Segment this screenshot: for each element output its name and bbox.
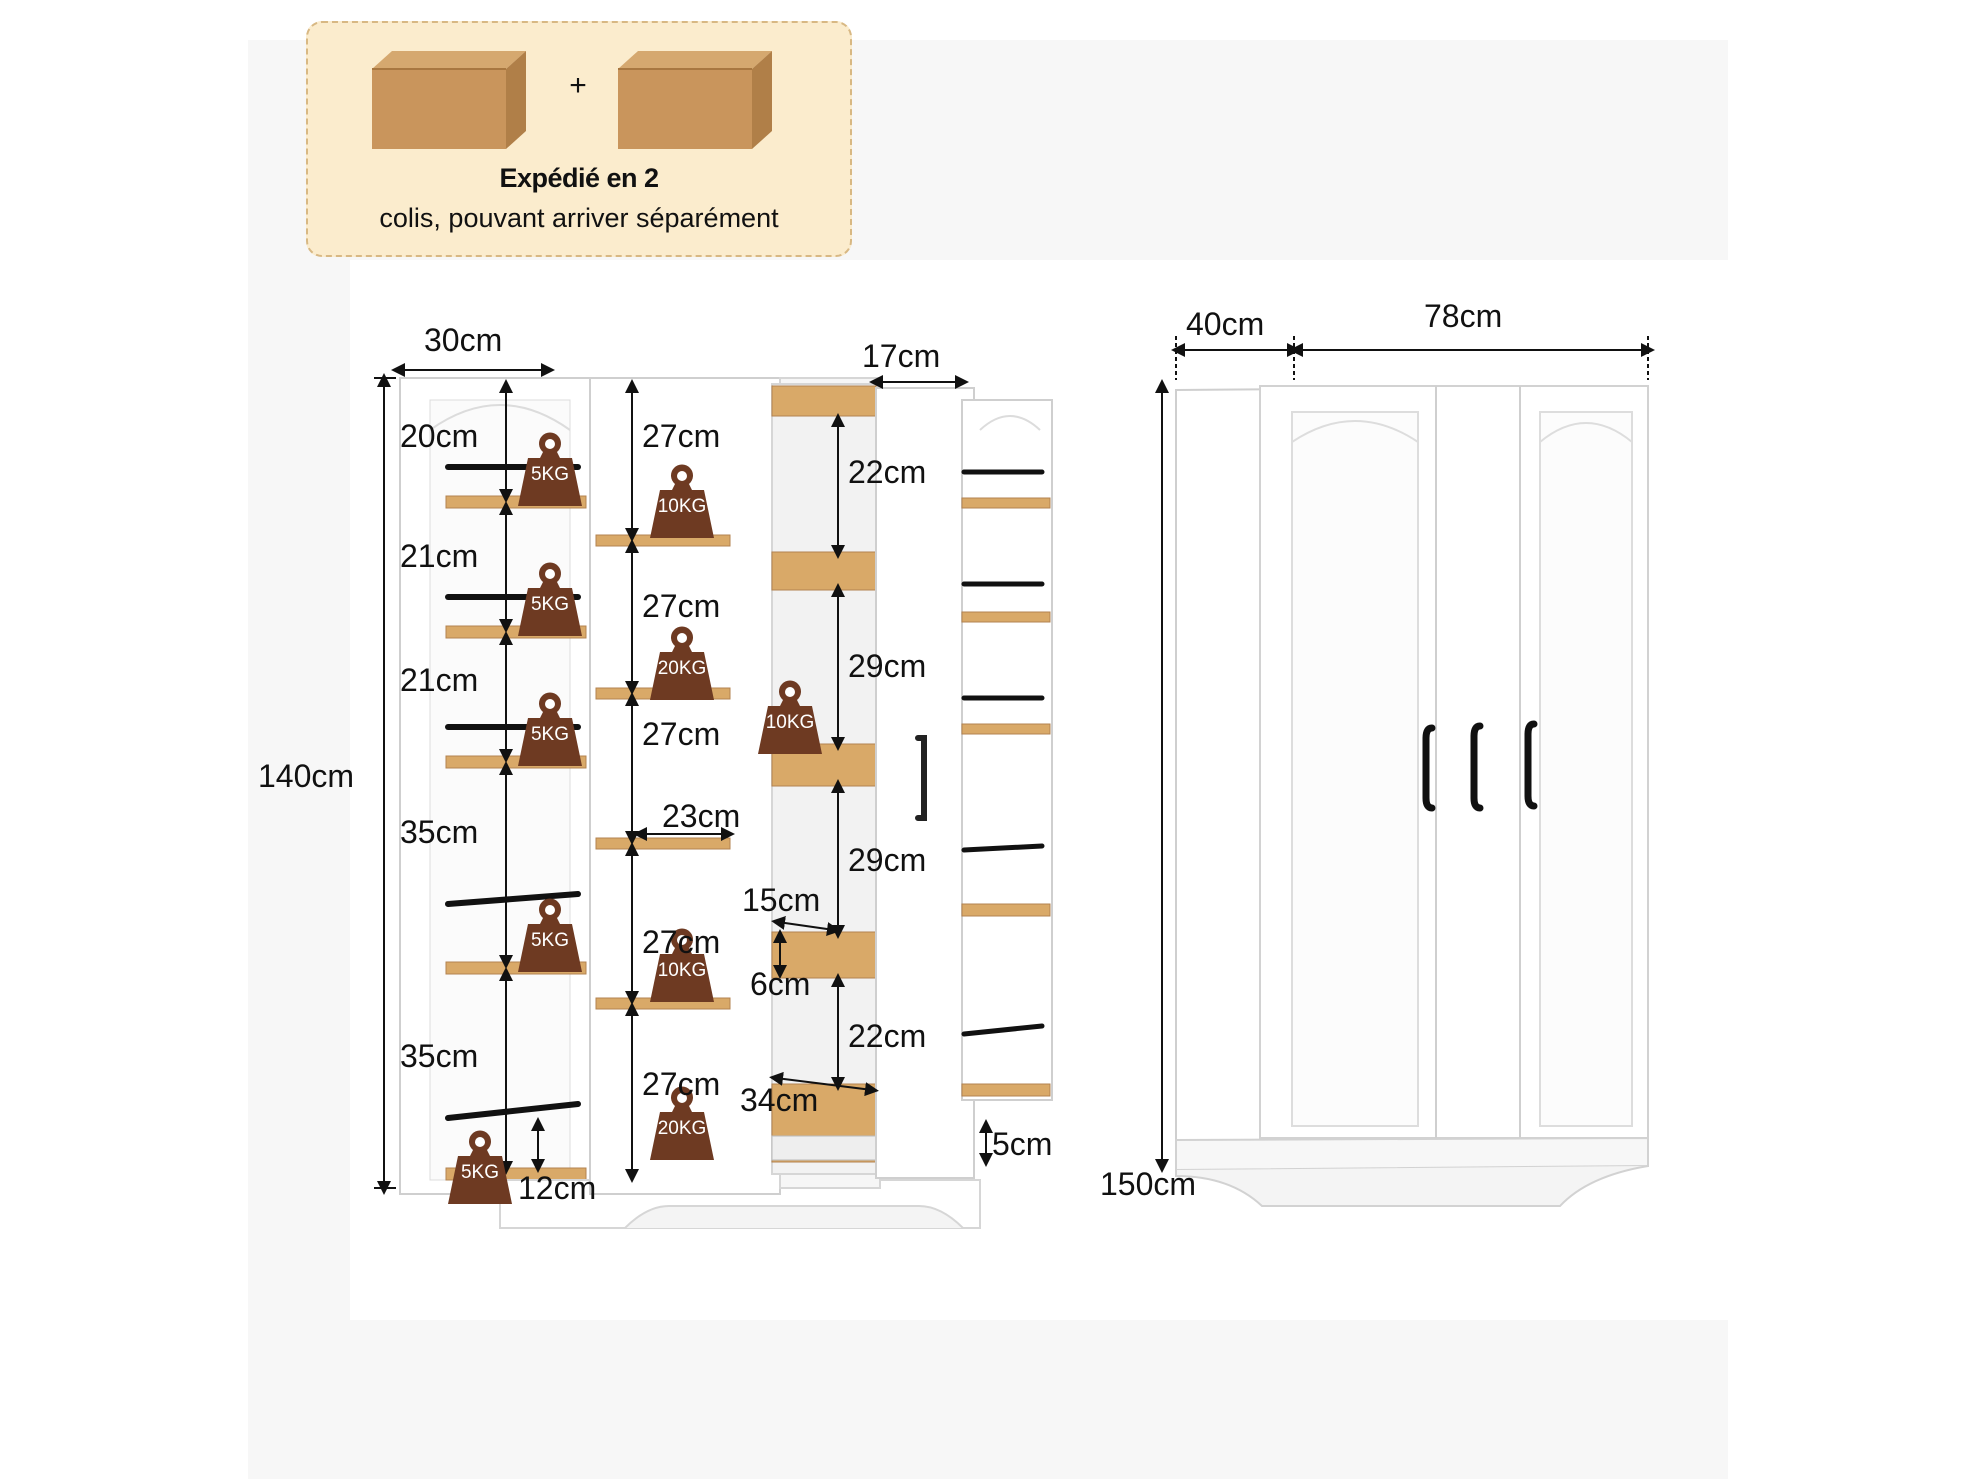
shipping-title: Expédié en 2: [499, 163, 659, 193]
dim-closed-height: 150cm: [1100, 1166, 1197, 1202]
dim-drawer-width: 15cm: [742, 882, 821, 918]
left-door-open: [399, 377, 591, 1195]
weight-center-3: 10KG: [650, 928, 714, 1002]
dim-base: 5cm: [992, 1126, 1053, 1162]
weight-center-2: 20KG: [650, 626, 714, 700]
svg-text:5KG: 5KG: [531, 724, 569, 745]
weight-drawer: 10KG: [758, 680, 822, 754]
dim-closed-width: 78cm: [1424, 298, 1503, 334]
weight-badges: 5KG 5KG 5KG 5KG 5KG 10KG 20KG 10KG 20KG …: [448, 432, 822, 1204]
dim-left-5: 35cm: [400, 1038, 479, 1074]
dim-top-width-right: 17cm: [862, 338, 941, 374]
left-door-shelves: [445, 464, 581, 1121]
right-door-open: [961, 399, 1053, 1101]
weight-left-1: 5KG: [518, 432, 582, 506]
svg-text:5KG: 5KG: [461, 1162, 499, 1183]
dim-height-open: 140cm: [258, 758, 355, 794]
svg-text:20KG: 20KG: [658, 1118, 707, 1139]
dim-drawer-depth: 34cm: [740, 1082, 819, 1118]
shipping-text: colis, pouvant arriver séparément: [379, 203, 779, 233]
dim-center-width: 23cm: [662, 798, 741, 834]
dim-left-4: 35cm: [400, 814, 479, 850]
dim-center-2: 27cm: [642, 588, 721, 624]
svg-text:10KG: 10KG: [766, 712, 815, 733]
cardboard-box-icon: [618, 51, 772, 149]
plus-sign: +: [569, 69, 587, 102]
dim-left-3: 21cm: [400, 662, 479, 698]
svg-text:20KG: 20KG: [658, 658, 707, 679]
weight-center-4: 20KG: [650, 1086, 714, 1160]
svg-text:5KG: 5KG: [531, 930, 569, 951]
weight-left-3: 5KG: [518, 692, 582, 766]
dim-drawer-lip: 6cm: [750, 966, 811, 1002]
weight-center-1: 10KG: [650, 464, 714, 538]
dim-drawer-4: 22cm: [848, 1018, 927, 1054]
dimension-lines: [374, 336, 1655, 1195]
weight-left-5: 5KG: [448, 1130, 512, 1204]
dim-left-1: 20cm: [400, 418, 479, 454]
dim-top-width-left: 30cm: [424, 322, 503, 358]
svg-text:5KG: 5KG: [531, 594, 569, 615]
svg-text:5KG: 5KG: [531, 464, 569, 485]
dim-center-4: 27cm: [642, 924, 721, 960]
dim-center-3: 27cm: [642, 716, 721, 752]
pull-out-unit: [771, 383, 975, 1179]
svg-text:10KG: 10KG: [658, 960, 707, 981]
weight-left-4: 5KG: [518, 898, 582, 972]
cardboard-box-icon: [372, 51, 526, 149]
weight-left-2: 5KG: [518, 562, 582, 636]
dim-closed-depth: 40cm: [1186, 306, 1265, 342]
right-door-bars: [961, 469, 1045, 1037]
dim-drawer-1: 22cm: [848, 454, 927, 490]
dim-left-2: 21cm: [400, 538, 479, 574]
dim-left-bottom: 12cm: [518, 1170, 597, 1206]
dim-drawer-2: 29cm: [848, 648, 927, 684]
shipping-callout: + Expédié en 2 colis, pouvant arriver sé…: [306, 21, 852, 257]
closed-cabinet: [1175, 384, 1649, 1207]
dim-center-5: 27cm: [642, 1066, 721, 1102]
right-door-shelves: [961, 497, 1051, 1097]
dim-center-1: 27cm: [642, 418, 721, 454]
svg-text:10KG: 10KG: [658, 496, 707, 517]
dim-drawer-3: 29cm: [848, 842, 927, 878]
